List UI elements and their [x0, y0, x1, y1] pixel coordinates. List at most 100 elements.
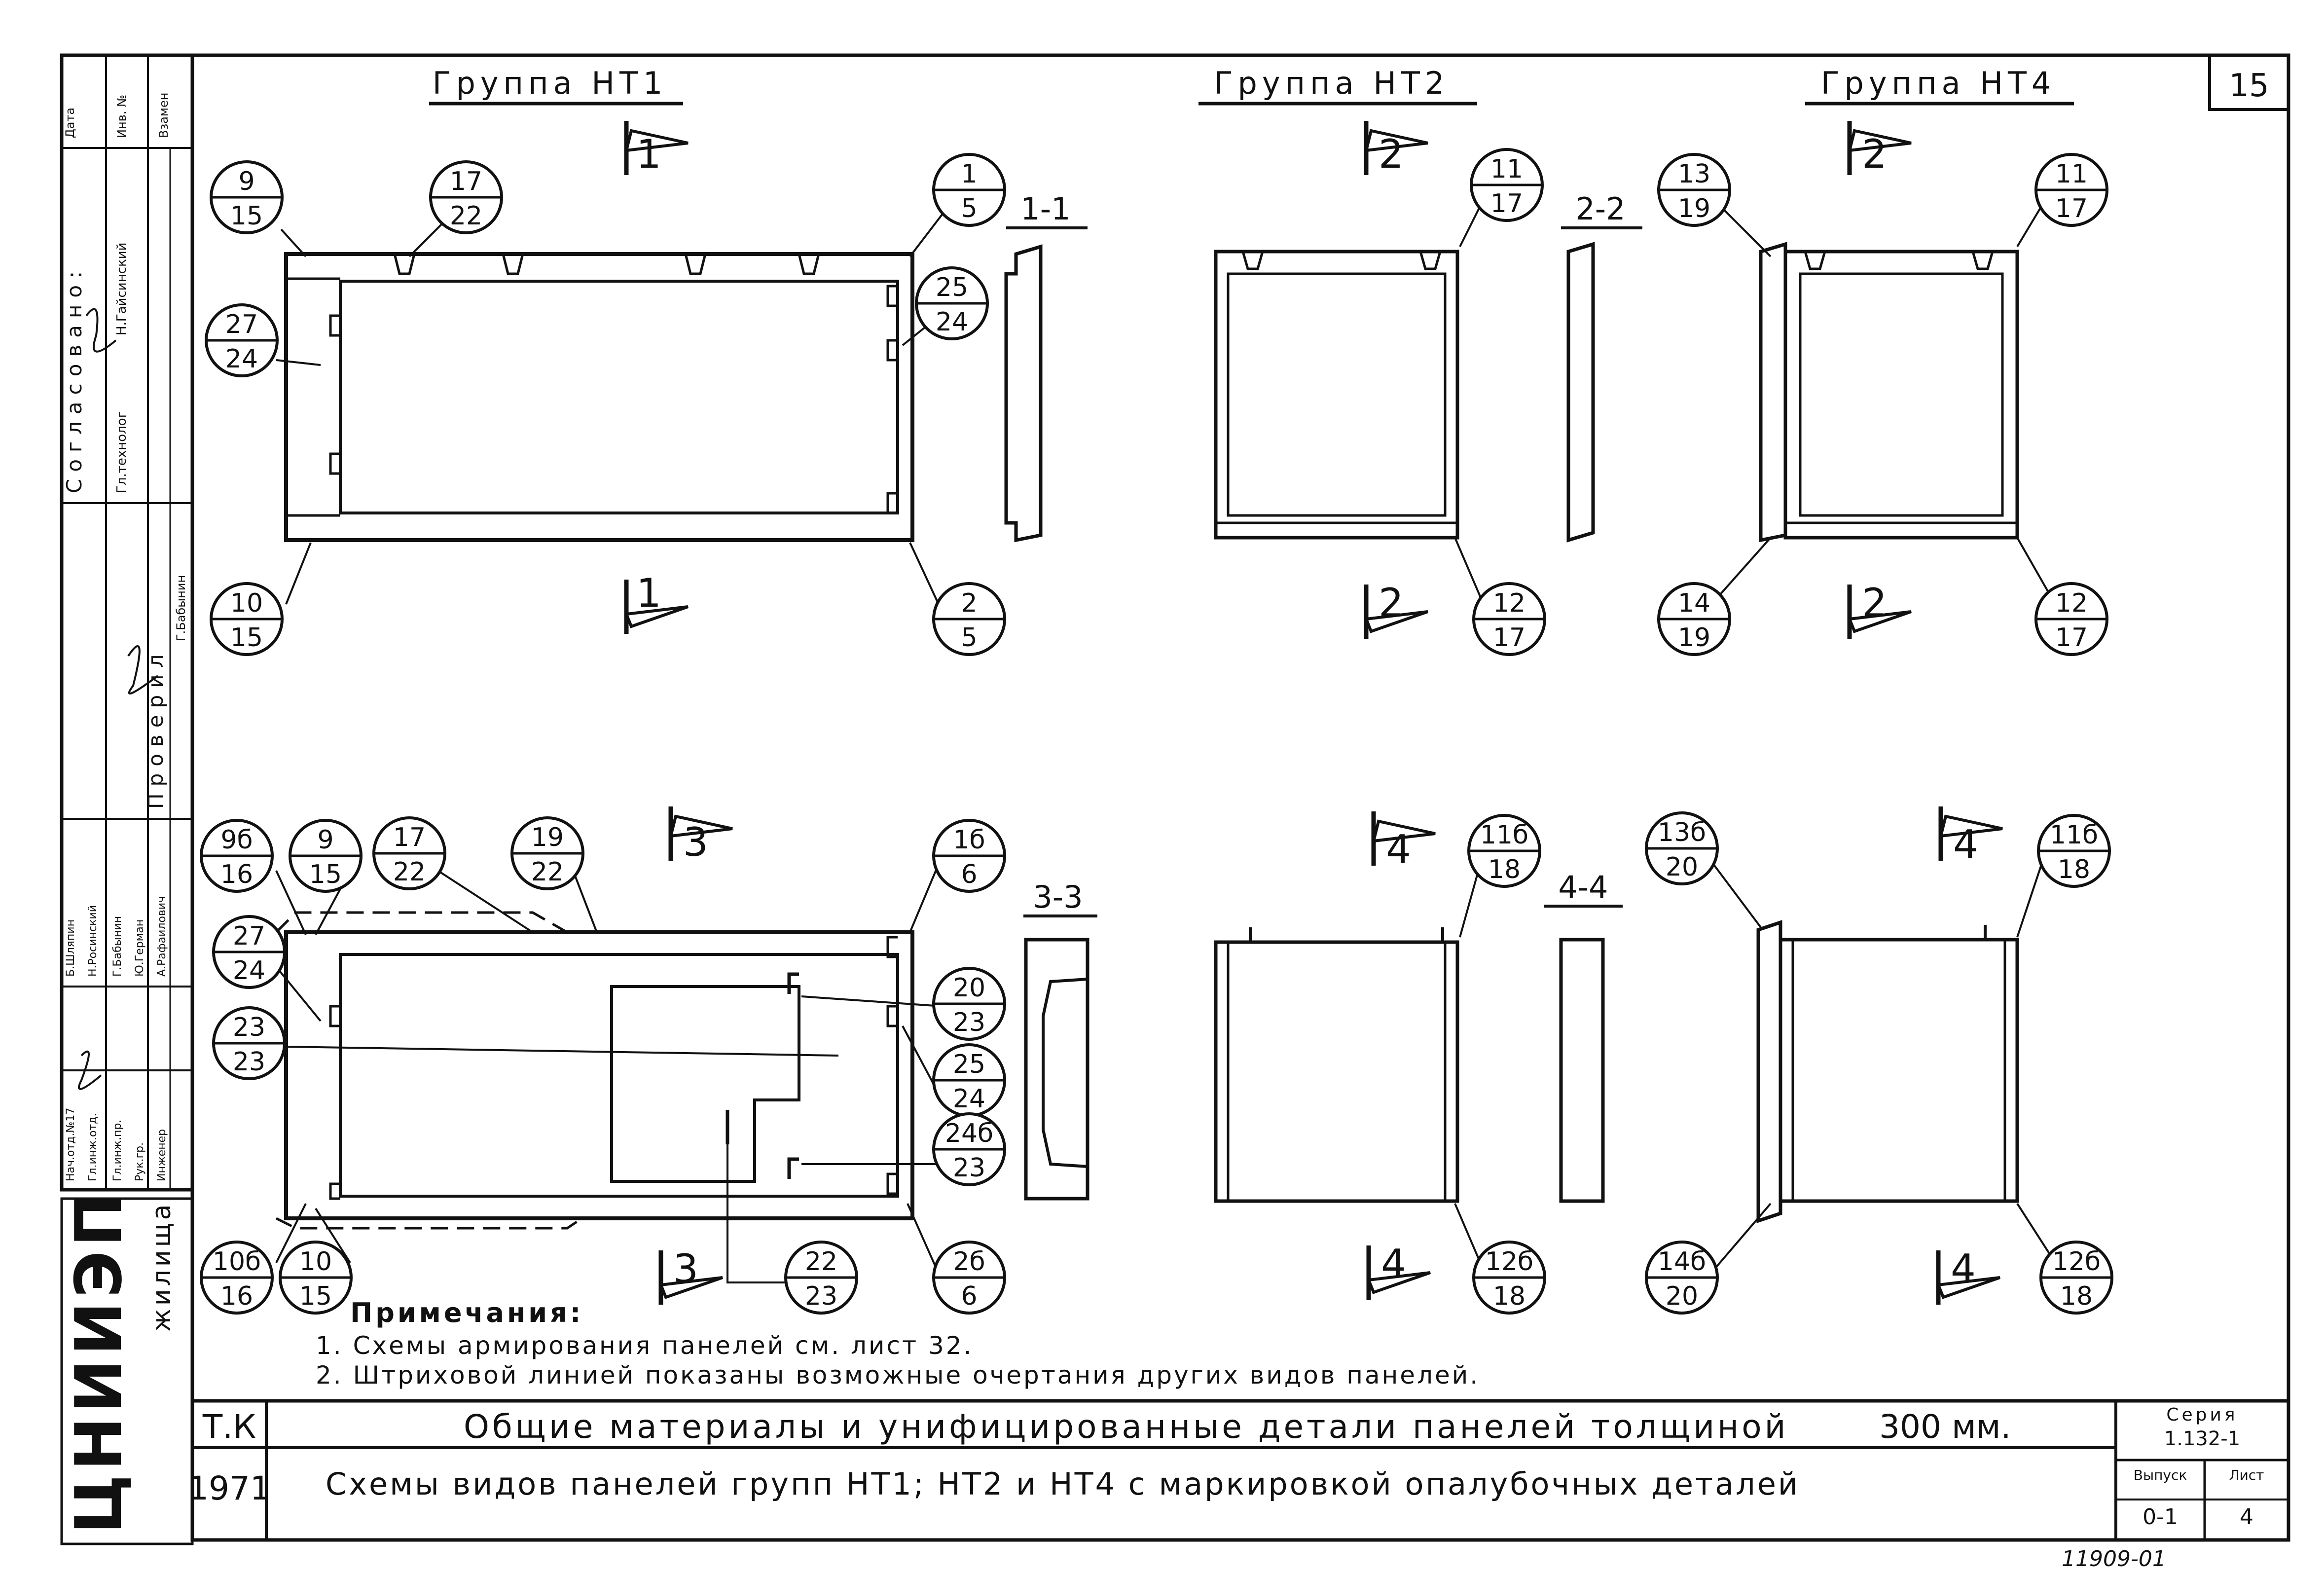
issue-label: Выпуск	[2134, 1467, 2187, 1483]
callout-detail-number: 9	[317, 825, 333, 855]
callout-sheet-number: 5	[961, 194, 977, 223]
svg-text:4: 4	[1953, 822, 1978, 868]
section-3-3-profile	[1024, 938, 1089, 1201]
group-title-nt4: Группа НТ4	[1821, 65, 2056, 101]
stamp-right-date: Дата	[63, 108, 77, 138]
callout-detail-number: 13	[1678, 159, 1710, 189]
svg-text:4: 4	[1951, 1246, 1976, 1292]
callout-detail-number: 9б	[220, 825, 253, 855]
stamp-staff-name-2: Н.Росинский	[87, 905, 99, 977]
callout-detail-number: 12	[1493, 588, 1525, 618]
callout-detail-number: 17	[450, 167, 482, 196]
callout-sheet-number: 18	[1488, 855, 1521, 884]
svg-text:2: 2	[1862, 580, 1887, 626]
callout-sheet-number: 18	[1493, 1281, 1525, 1311]
section-1-1-profile	[1004, 244, 1043, 543]
callout-sheet-number: 19	[1678, 194, 1710, 223]
detail-callout: 25	[932, 582, 1006, 656]
callout-detail-number: 19	[531, 823, 564, 852]
callout-detail-number: 25	[936, 273, 968, 302]
detail-callout: 915	[210, 160, 284, 234]
callout-detail-number: 11	[2055, 159, 2088, 189]
series-value: 1.132-1	[2164, 1427, 2240, 1450]
stamp-staff-role-4: Рук.гр.	[134, 1142, 146, 1181]
svg-text:4: 4	[1381, 1241, 1406, 1287]
callout-detail-number: 1	[961, 159, 977, 189]
callout-detail-number: 10	[299, 1247, 332, 1277]
stamp-agreed-name: Н.Гайсинский	[114, 243, 129, 336]
stamp-right-inv: Инв. №	[115, 95, 129, 138]
callout-detail-number: 12б	[1485, 1247, 1533, 1277]
panel-nt4-bottom-view	[1756, 920, 2019, 1223]
stamp-staff-name-4: Ю.Герман	[134, 919, 146, 977]
callout-detail-number: 23	[233, 1013, 265, 1042]
callout-detail-number: 2	[961, 588, 977, 618]
stamp-agreed-role: Гл.технолог	[114, 411, 129, 493]
callout-markers: 9151722152724252410152511171217131911171…	[200, 148, 2113, 1315]
detail-callout: 915	[289, 819, 363, 893]
title-line-2: Схемы видов панелей групп НТ1; НТ2 и НТ4…	[326, 1466, 1800, 1502]
callout-detail-number: 11б	[2050, 820, 2098, 850]
callout-sheet-number: 24	[936, 307, 968, 337]
panel-nt2-bottom-view	[1214, 927, 1459, 1203]
stamp-strip	[60, 53, 194, 1192]
title-block	[190, 1399, 2290, 1542]
callout-detail-number: 14	[1678, 588, 1710, 618]
callout-detail-number: 27	[233, 921, 265, 951]
stamp-checked-header: Проверил	[144, 648, 168, 809]
callout-detail-number: 24б	[945, 1119, 993, 1148]
callout-sheet-number: 22	[531, 857, 564, 887]
panel-nt1-view	[284, 252, 914, 542]
sheet-number-box	[2208, 54, 2290, 111]
callout-detail-number: 9	[238, 167, 254, 196]
stamp-agreed-header: Согласовано:	[62, 264, 86, 493]
leader-lines	[275, 196, 2063, 1283]
callout-sheet-number: 20	[1666, 852, 1698, 882]
callout-sheet-number: 16	[220, 860, 253, 889]
stamp-staff-role-3: Гл.инж.пр.	[111, 1120, 124, 1181]
stamp-staff-role-5: Инженер	[156, 1129, 168, 1181]
section-label-3-3: 3-3	[1033, 879, 1083, 915]
stamp-staff-name-1: Б.Шляпин	[65, 919, 77, 977]
section-4-4-profile	[1559, 938, 1605, 1203]
callout-detail-number: 11б	[1480, 820, 1528, 850]
stamp-staff-name-5: А.Рафаилович	[156, 896, 168, 977]
callout-sheet-number: 23	[233, 1047, 265, 1077]
svg-text:1: 1	[636, 570, 661, 616]
callout-detail-number: 14б	[1658, 1247, 1706, 1277]
callout-sheet-number: 18	[2060, 1281, 2093, 1311]
issue-value: 0-1	[2142, 1504, 2178, 1530]
callout-sheet-number: 23	[953, 1008, 985, 1037]
callout-sheet-number: 15	[299, 1281, 332, 1311]
callout-detail-number: 11	[1490, 154, 1523, 184]
callout-sheet-number: 5	[961, 623, 977, 653]
callout-sheet-number: 24	[225, 344, 258, 374]
detail-callout: 15	[932, 153, 1006, 227]
callout-sheet-number: 17	[1490, 189, 1523, 219]
detail-callout: 2б6	[932, 1241, 1006, 1315]
callout-detail-number: 22	[805, 1247, 837, 1277]
callout-sheet-number: 15	[230, 201, 263, 231]
cut-mark-1-top: 1	[626, 121, 688, 177]
svg-text:2: 2	[1862, 131, 1887, 177]
callout-sheet-number: 18	[2058, 855, 2090, 884]
callout-sheet-number: 22	[450, 201, 482, 231]
note-1: 1. Схемы армирования панелей см. лист 32…	[316, 1331, 974, 1360]
callout-detail-number: 13б	[1658, 818, 1706, 847]
org-logo: ЦНИИЭП	[61, 1189, 136, 1534]
panel-nt1-bottom-view	[226, 911, 914, 1230]
callout-sheet-number: 17	[2055, 194, 2088, 223]
section-2-2-profile	[1566, 242, 1595, 543]
detail-callout: 1б6	[932, 819, 1006, 893]
svg-text:4: 4	[1386, 827, 1411, 873]
